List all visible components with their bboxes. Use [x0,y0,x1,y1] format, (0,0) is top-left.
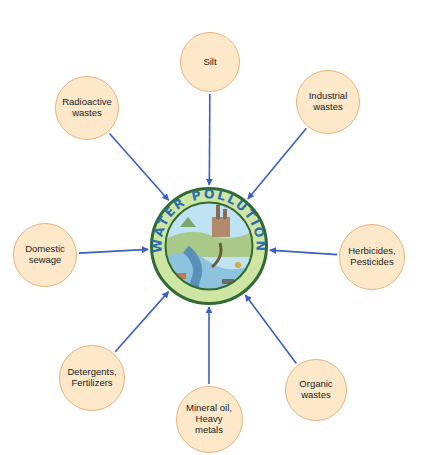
source-label: Detergents, Fertilizers [67,367,116,389]
arrow-connector [270,250,337,255]
source-circle: Silt [180,32,240,92]
arrow-connector [79,249,148,253]
source-label: Radioactive wastes [62,97,112,119]
arrow-connector [115,292,168,352]
source-label: Mineral oil, Heavy metals [184,403,234,436]
source-circle: Detergents, Fertilizers [59,345,125,411]
ring-outline: WATER POLLUTION [150,187,268,305]
source-label: Silt [203,57,216,68]
central-ring: WATER POLLUTION [150,187,268,305]
ring-title: WATER POLLUTION [149,186,268,253]
source-circle: Radioactive wastes [55,76,119,140]
arrow-connector [248,128,306,199]
source-label: Industrial wastes [305,91,352,113]
source-label: Herbicides, Pesticides [348,246,397,268]
source-circle: Mineral oil, Heavy metals [176,386,243,453]
source-circle: Herbicides, Pesticides [339,224,405,290]
arrow-connector [208,307,210,384]
source-label: Organic wastes [293,379,339,401]
source-circle: Industrial wastes [296,70,360,134]
arrow-connector [209,94,211,185]
source-label: Domestic sewage [22,244,69,266]
arrow-connector [110,133,169,200]
source-circle: Domestic sewage [13,223,77,287]
arrow-connector [245,295,296,364]
source-circle: Organic wastes [285,359,347,421]
